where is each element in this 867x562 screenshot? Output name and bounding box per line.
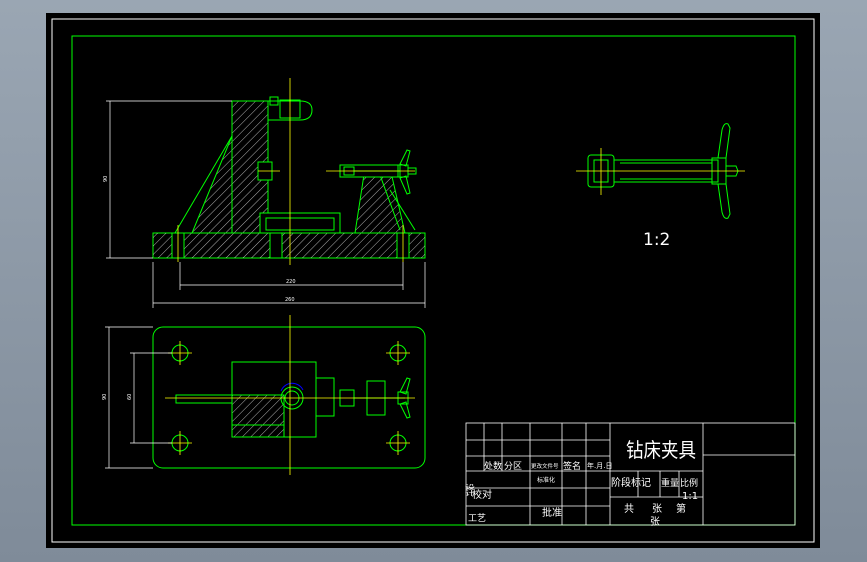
- tb-label-approve: 批准: [542, 506, 562, 519]
- tb-label-process: 工艺: [468, 513, 486, 524]
- drawing-sheet: [46, 13, 820, 548]
- detail-scale-label: 1:2: [643, 230, 670, 250]
- tb-label-standard: 标准化: [537, 476, 555, 484]
- tb-ratio-value: 1:1: [682, 491, 698, 502]
- front-dimensions: [106, 100, 426, 308]
- tb-col-1: 处数: [484, 460, 502, 472]
- tb-col-4: 签名: [563, 460, 581, 472]
- dim-plan-inner: 60: [127, 394, 133, 400]
- plan-view: [152, 326, 426, 469]
- title-block: [465, 422, 796, 526]
- drawing-title: 钻床夹具: [626, 438, 696, 462]
- dim-inner-width: 220: [286, 279, 296, 285]
- plan-dimensions: [105, 326, 172, 469]
- sheet-trim-border: [51, 18, 815, 543]
- rib: [191, 135, 233, 234]
- front-view: [152, 96, 426, 259]
- tb-label-stage: 阶段标记: [611, 476, 651, 489]
- tb-label-total: 共: [624, 503, 634, 515]
- dim-height: 90: [103, 176, 109, 182]
- tb-col-5: 年.月.日: [587, 461, 612, 470]
- plan-centerlines: [165, 315, 415, 475]
- dim-total-width: 260: [285, 297, 295, 303]
- tb-label-check: 校对: [472, 488, 492, 501]
- tb-label-sheet: 张: [652, 503, 662, 515]
- tb-col-3: 更改文件号: [531, 462, 559, 470]
- plan-accent-arc: [280, 382, 304, 392]
- front-centerlines: [177, 78, 415, 265]
- tb-label-ratio: 比例: [680, 477, 698, 489]
- tb-col-2: 分区: [504, 461, 522, 472]
- drawing-frame: [71, 35, 796, 526]
- tb-label-no: 第: [676, 502, 686, 515]
- tb-label-design: 设计: [463, 484, 475, 497]
- dim-plan-outer: 90: [102, 394, 108, 400]
- plan-base-outline: [152, 326, 426, 469]
- tb-label-weight: 重量: [661, 477, 679, 489]
- tb-label-sheet2: 张: [650, 516, 660, 528]
- detail-centerline: [576, 148, 745, 195]
